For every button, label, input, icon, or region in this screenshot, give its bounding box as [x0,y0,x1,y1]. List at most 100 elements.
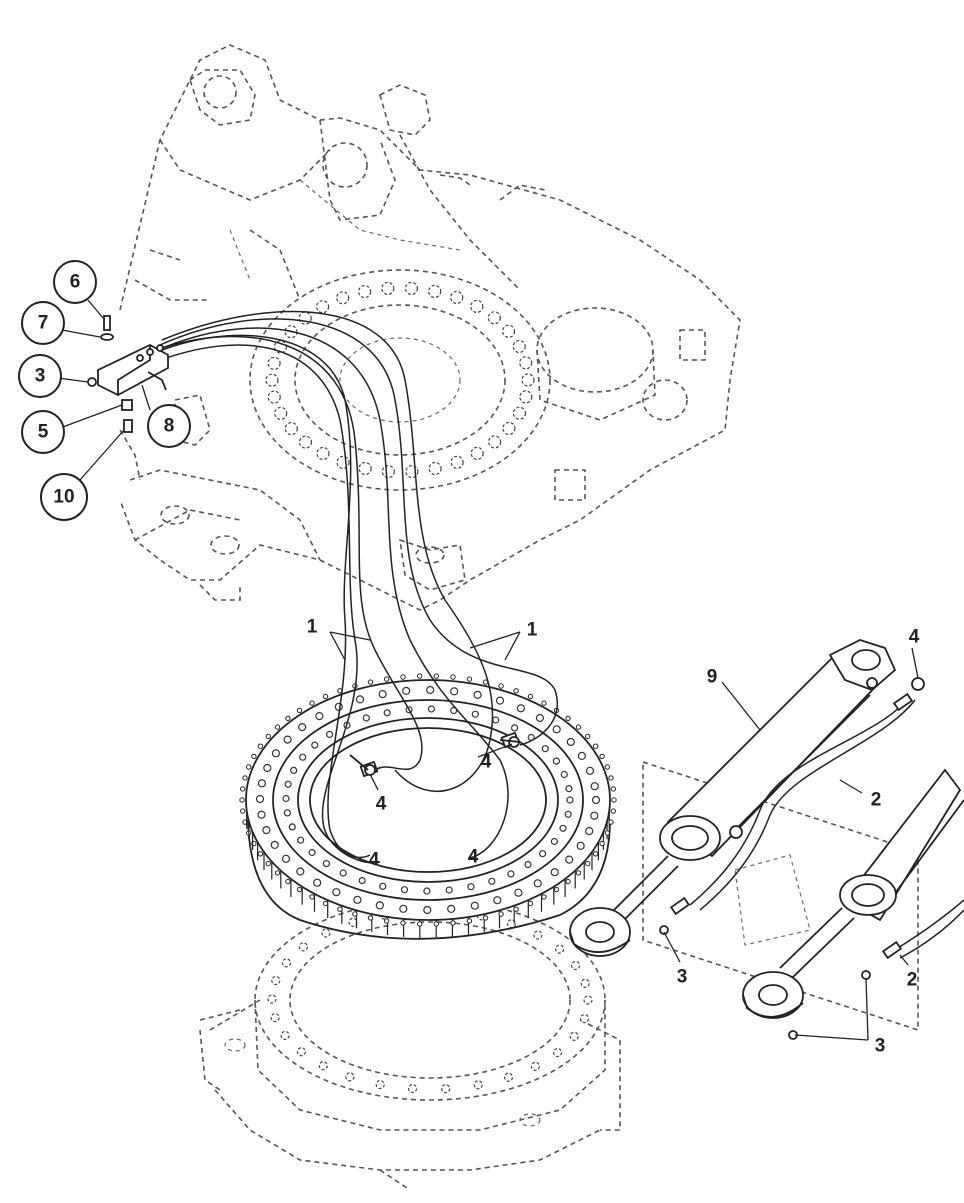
gear-tooth-tip [553,886,560,893]
bolt-mark [428,461,442,476]
bolt-mark [577,751,587,761]
bolt-mark [283,735,292,744]
bolt-mark [257,810,266,819]
gear-tooth-tip [400,674,406,680]
bolt-mark [550,868,559,877]
bolt-mark [450,455,464,469]
label-4-left-fitting: 4 [376,794,387,815]
label-4-right-fitting: 4 [481,752,492,773]
bolt-mark [271,975,281,986]
gear-tooth-tip [322,693,329,700]
gear-tooth-tip [585,733,591,740]
gear-tooth-tip [433,921,439,927]
gear-tooth-tip [575,724,582,730]
bolt-mark [565,855,574,864]
bolt-mark [358,461,372,476]
bolt-mark [255,794,265,804]
bolt-mark [566,737,575,747]
bolt-mark [296,1047,306,1057]
gear-tooth-tip [257,851,264,857]
upper-bolt-ring [265,281,535,479]
gear-tooth-tip [610,786,616,792]
bolt-mark [280,1030,290,1041]
label-1-left: 1 [307,617,318,638]
label-2-lower: 2 [907,970,918,991]
bolt-mark [336,455,350,469]
gear-tooth-tip [466,918,473,924]
bolt-mark [353,895,362,904]
callout-8: 8 [164,416,175,437]
bolt-mark [332,888,341,897]
gear-tooth-tip [352,911,358,917]
bolt-mark [270,1012,280,1023]
bolt-mark [316,300,330,314]
bolt-mark [281,958,292,968]
bolt-mark [470,299,484,313]
bolt-mark [550,837,559,846]
gear-tooth-tip [604,830,610,836]
bolt-mark [400,886,409,894]
gear-tooth-tip [417,673,423,679]
gear-tooth-tip [513,906,519,912]
bolt-mark [355,695,365,704]
bolt-mark [552,725,561,734]
bolt-mark [565,784,573,793]
bolt-mark [560,770,568,779]
bolt-mark [552,757,561,765]
gear-tooth-tip [240,786,246,792]
bolt-mark [538,850,547,858]
bolt-mark [313,878,322,887]
bolt-mark [408,1083,418,1094]
bolt-mark [322,859,330,868]
bolt-mark [262,825,271,835]
label-3-lower-cylinder: 3 [875,1036,886,1057]
gear-tooth-tip [257,743,264,749]
swing-bearing [245,679,611,940]
bolt-mark [267,390,281,404]
gear-tooth-tip [296,886,303,893]
lower-frame-phantom [199,899,621,1191]
gear-tooth-tip [611,797,617,803]
bolt-mark [299,753,307,761]
bolt-mark [402,686,411,696]
bolt-mark [267,356,281,370]
label-4-cylinder: 4 [909,627,920,648]
bolt-mark [362,714,370,722]
gear-tooth-tip [592,851,599,857]
label-1-right: 1 [527,620,538,641]
bolt-mark [533,930,543,940]
bolt-mark [375,901,384,910]
bolt-mark [579,1013,590,1024]
gear-tooth-tip [240,808,246,814]
gear-tooth-tip [599,840,605,847]
bolt-mark [282,794,290,803]
bolt-mark [381,465,395,479]
swivel-fittings [349,731,521,778]
bolt-mark [514,888,523,897]
gear-tooth-tip [309,894,315,900]
bolt-mark [348,917,358,927]
gear-tooth-tip [400,920,406,926]
gear-tooth-tip [285,878,291,885]
gear-tooth-tip [466,676,473,682]
gear-tooth-tip [367,679,374,685]
bolt-mark [281,854,291,863]
leader-lines [57,299,919,1041]
gear-tooth-tip [239,797,245,803]
bolt-mark [493,896,502,905]
bolt-mark [530,1061,541,1071]
gear-tooth-tip [450,674,456,680]
bolt-mark [519,356,533,370]
bolt-mark [311,741,319,749]
gear-tooth-tip [541,894,547,900]
bolt-mark [316,446,330,461]
gear-tooth-tip [242,775,248,781]
bolt-mark [473,690,482,700]
gear-tooth-tip [433,673,439,679]
hydraulic-hoses [149,310,558,864]
bolt-mark [488,435,502,449]
bolt-mark [487,311,501,325]
bolt-mark [298,435,313,449]
bolt-mark [399,904,408,913]
gear-tooth-tip [565,715,571,722]
